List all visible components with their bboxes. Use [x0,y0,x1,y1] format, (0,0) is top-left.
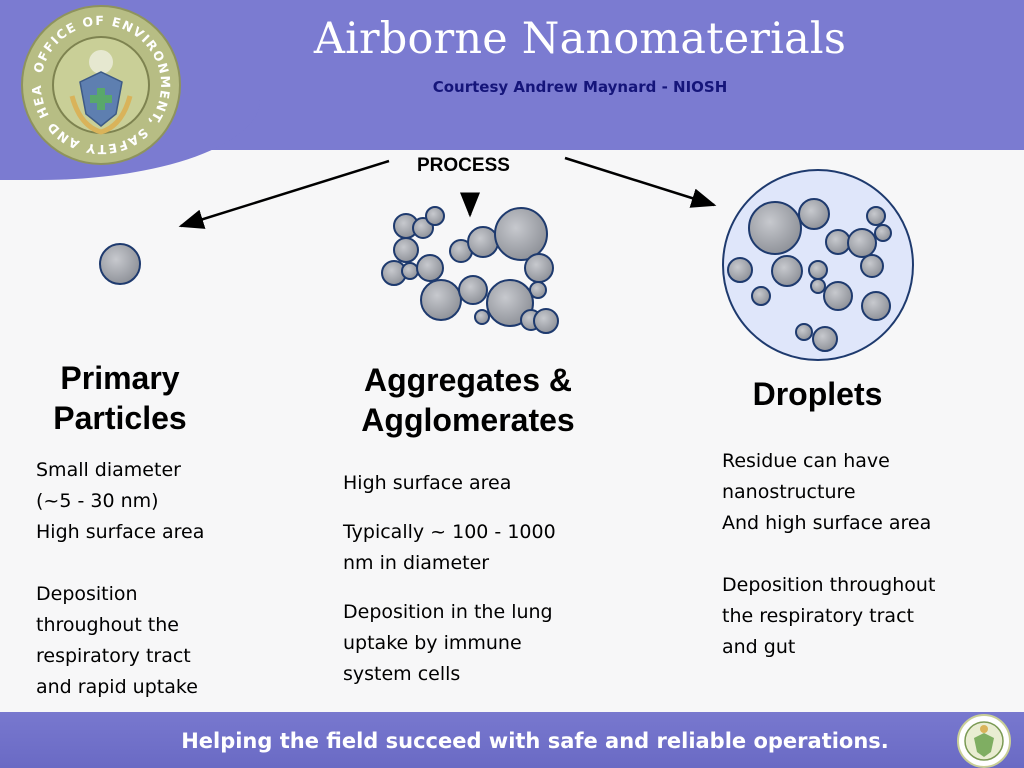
process-label: PROCESS [417,155,510,176]
droplet [722,169,914,361]
primary-particles-text: Small diameter (~5 - 30 nm) High surface… [36,459,205,698]
heading-aggregates: Aggregates & Agglomerates [361,362,575,438]
droplets-text: Residue can have nanostructure And high … [722,450,936,658]
footer-band [0,712,1024,768]
heading-droplets: Droplets [752,376,883,412]
doe-footer-logo-icon [957,714,1011,768]
page-subtitle: Courtesy Andrew Maynard - NIOSH [432,78,728,96]
footer-tagline: Helping the field succeed with safe and … [181,729,889,753]
arrow-to-primary [178,159,390,229]
aggregates-text: High surface area Typically ~ 100 - 1000… [343,472,556,685]
droplet-particles [727,198,892,352]
arrow-to-droplet [564,156,717,208]
heading-primary-particles: Primary Particles [53,360,187,436]
page-title: Airborne Nanomaterials [313,14,847,64]
primary-particle [99,243,141,285]
doe-seal-icon: OFFICE OF ENVIRONMENT, SAFETY AND HEALTH [20,4,181,165]
aggregate-cluster [381,206,559,334]
